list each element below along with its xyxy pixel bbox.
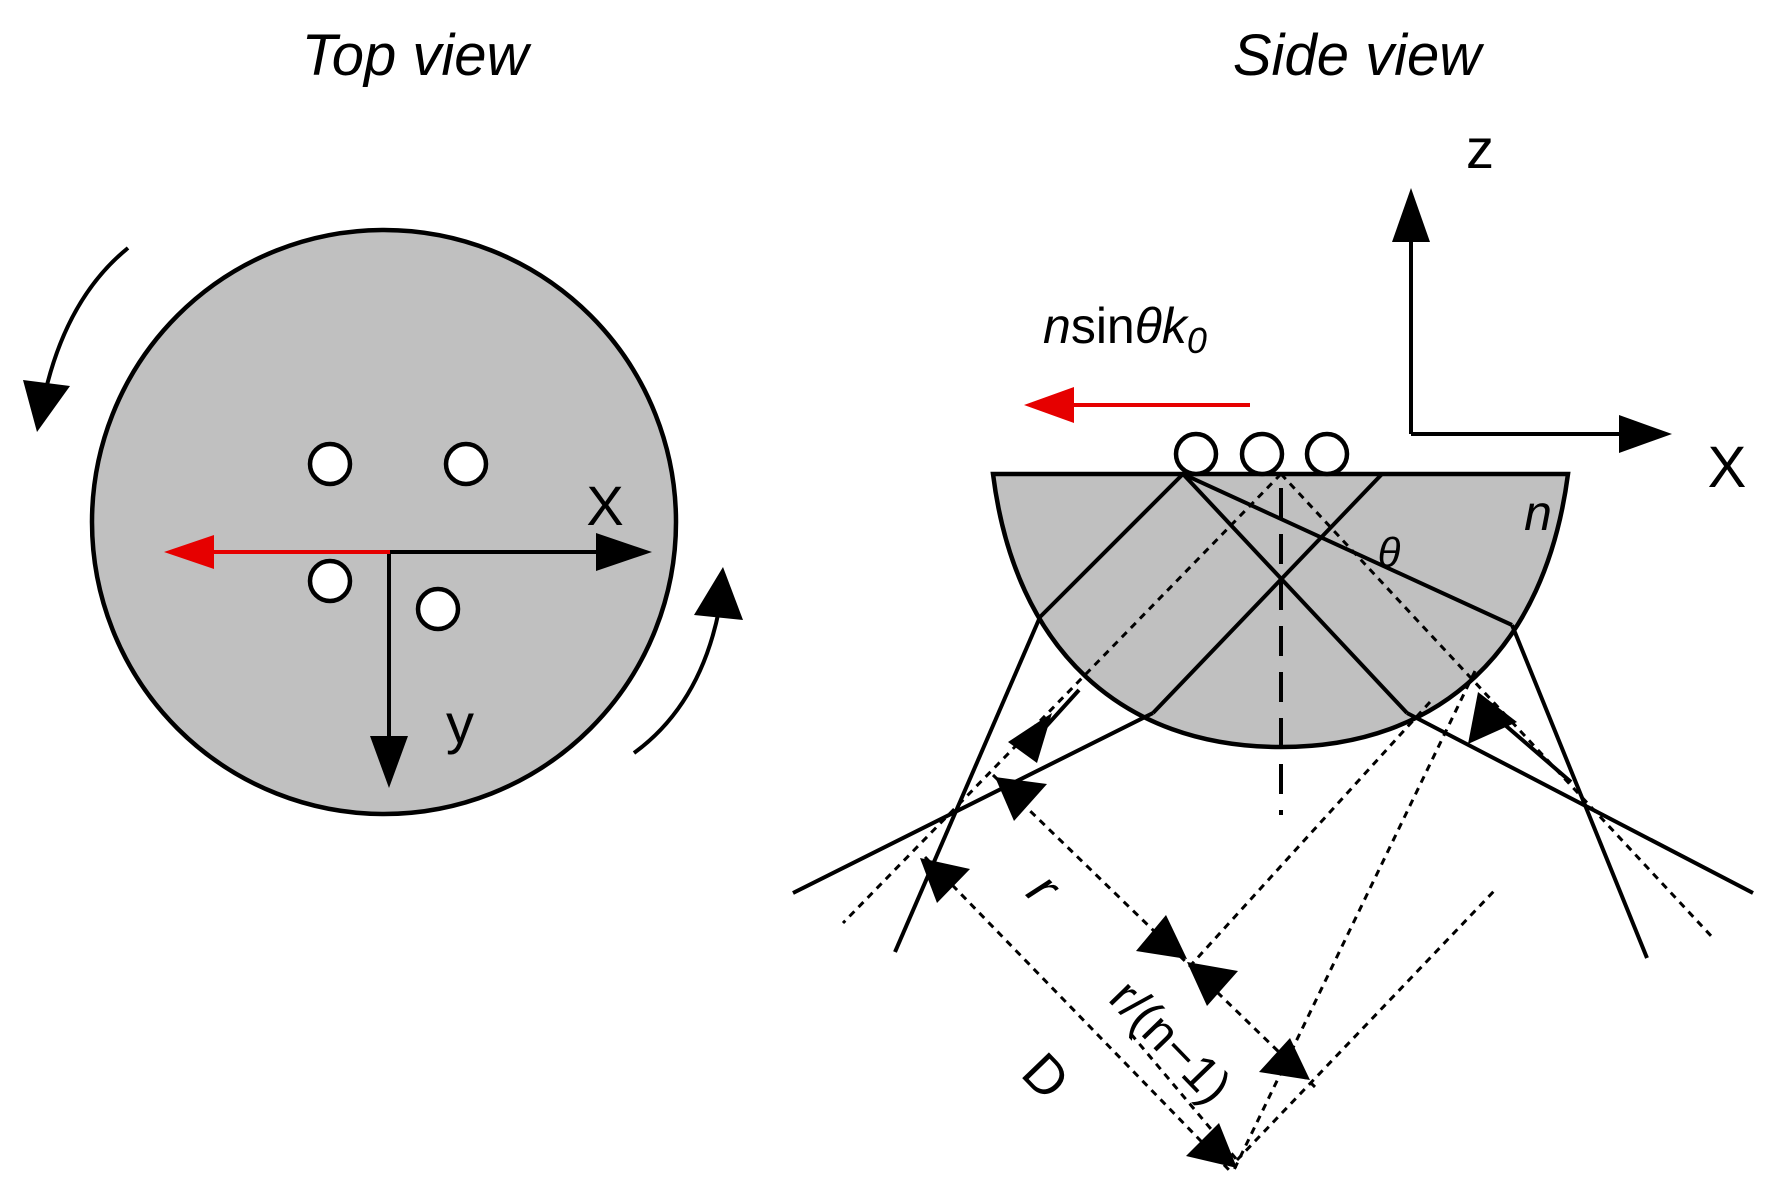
dotted-line bbox=[1235, 888, 1497, 1162]
momentum-sin: sin bbox=[1071, 298, 1135, 354]
ray-arrowhead-right bbox=[1468, 692, 1517, 744]
rotation-arrow-lower-right bbox=[632, 609, 721, 755]
bead bbox=[307, 558, 353, 604]
side-view-title: Side view bbox=[1233, 23, 1484, 88]
bead bbox=[415, 586, 461, 632]
top-y-label: y bbox=[446, 692, 474, 755]
momentum-k-subscript: 0 bbox=[1187, 320, 1207, 361]
dimension-r-over-label: r/(n−1) bbox=[1099, 969, 1243, 1115]
momentum-label: nsinθk0 bbox=[1043, 298, 1207, 361]
top-view-title: Top view bbox=[302, 23, 532, 88]
side-momentum-arrowhead bbox=[1024, 387, 1074, 423]
ray-arrow-left bbox=[1038, 688, 1081, 735]
dimension-d-label: D bbox=[1010, 1042, 1080, 1112]
dotted-line bbox=[1129, 1033, 1239, 1161]
external-ray-right-shallow bbox=[1406, 711, 1754, 895]
ray-arrowhead-left bbox=[1008, 713, 1052, 763]
rotation-arrowhead-upper-left bbox=[23, 380, 70, 432]
bead bbox=[443, 441, 489, 487]
bead bbox=[1239, 431, 1285, 477]
side-view-panel: Side view bbox=[792, 23, 1754, 1175]
top-momentum-arrowhead bbox=[164, 535, 214, 569]
internal-ray-b bbox=[1151, 472, 1384, 715]
side-x-axis-arrowhead bbox=[1619, 415, 1672, 453]
dimension-d-arrowhead-top bbox=[920, 858, 970, 903]
top-y-axis-arrowhead bbox=[370, 736, 408, 788]
side-z-axis-arrowhead bbox=[1392, 188, 1430, 242]
momentum-theta: θ bbox=[1135, 298, 1162, 354]
bead bbox=[307, 441, 353, 487]
dotted-line bbox=[841, 472, 1283, 925]
dotted-line bbox=[923, 855, 1233, 1174]
dimension-r-arrowhead-bottom bbox=[1136, 915, 1187, 959]
top-view-panel: Top view X y bbox=[23, 23, 743, 817]
dimension-r-over-arrowhead-bottom bbox=[1259, 1038, 1310, 1080]
top-x-label: X bbox=[586, 474, 623, 537]
internal-ray-c bbox=[1181, 472, 1409, 715]
rotation-arrow-upper-left bbox=[45, 246, 130, 386]
dotted-line bbox=[1230, 670, 1477, 1175]
external-ray-right-steep bbox=[1510, 624, 1649, 959]
dimension-r-label: r bbox=[1016, 861, 1073, 917]
bead bbox=[1304, 431, 1350, 477]
top-x-axis-arrowhead bbox=[596, 533, 652, 571]
refractive-index-label: n bbox=[1524, 485, 1552, 541]
momentum-n: n bbox=[1043, 298, 1071, 354]
external-ray-left-steep bbox=[893, 616, 1042, 953]
external-ray-left-shallow bbox=[792, 711, 1154, 895]
dimension-r-arrowhead-top bbox=[995, 777, 1047, 821]
rotation-arrowhead-lower-right bbox=[694, 567, 743, 620]
top-view-disk bbox=[89, 227, 679, 817]
angle-theta-label: θ bbox=[1378, 529, 1401, 576]
dimension-r-over-arrowhead-top bbox=[1187, 962, 1238, 1006]
dotted-line bbox=[1279, 472, 1715, 940]
bead bbox=[1173, 431, 1219, 477]
ray-arrow-right bbox=[1503, 723, 1573, 784]
dimension-d-arrowhead-bottom bbox=[1186, 1123, 1237, 1168]
side-x-label: X bbox=[1708, 435, 1747, 500]
momentum-k: k bbox=[1162, 298, 1190, 354]
side-z-label: z bbox=[1466, 117, 1494, 180]
